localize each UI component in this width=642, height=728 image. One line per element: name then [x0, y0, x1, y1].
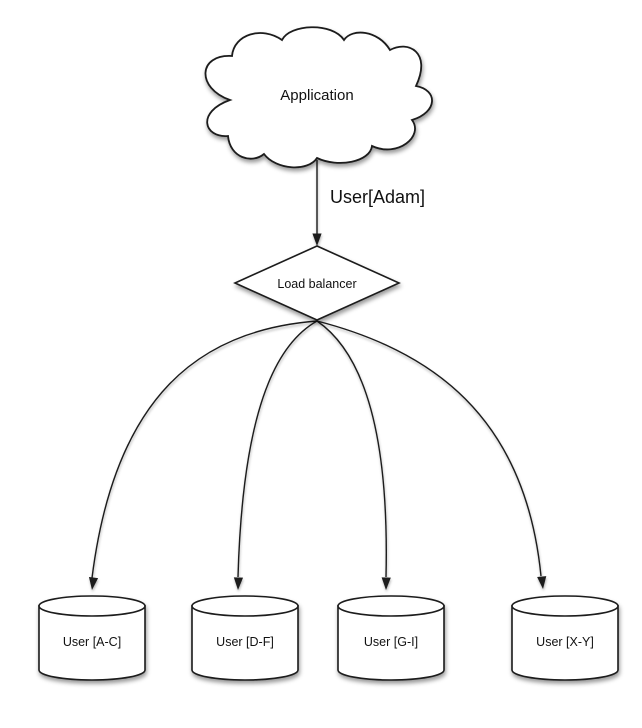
cylinder-body-xy: [511, 605, 619, 681]
arrowhead-app-to-lb: [312, 233, 322, 246]
cloud-shape: [204, 26, 433, 169]
cylinder-top-ac: [38, 595, 146, 617]
edge-curve-lb-to-df: [237, 320, 318, 578]
cylinder-shape-xy: [511, 595, 619, 681]
edge-loadbalancer-to-shard-ac: [88, 320, 318, 590]
cylinder-body-df: [191, 605, 299, 681]
arrowhead-lb-to-df: [233, 577, 244, 590]
edge-loadbalancer-to-shard-xy: [316, 320, 547, 589]
cylinder-shape-df: [191, 595, 299, 681]
diamond-shape: [233, 245, 401, 321]
cylinder-top-df: [191, 595, 299, 617]
shard-df-label: User [D-F]: [216, 635, 274, 649]
edge-curve-lb-to-xy: [316, 320, 542, 577]
node-application: Application: [204, 26, 433, 169]
edge-loadbalancer-to-shard-df: [233, 320, 318, 590]
cylinder-body-gi: [337, 605, 445, 681]
application-label: Application: [280, 87, 353, 104]
edge-application-to-loadbalancer: [312, 160, 322, 246]
edge-label-user-adam: User[Adam]: [330, 187, 425, 207]
edges-layer: [88, 160, 547, 590]
node-shard-xy: User [X-Y]: [511, 595, 619, 681]
shard-ac-label: User [A-C]: [63, 635, 121, 649]
edge-curve-lb-to-gi: [316, 320, 387, 578]
edge-loadbalancer-to-shard-gi: [316, 320, 391, 590]
arrowhead-lb-to-gi: [381, 577, 391, 590]
node-load-balancer: Load balancer: [233, 245, 401, 321]
node-shard-df: User [D-F]: [191, 595, 299, 681]
cylinder-shape-ac: [38, 595, 146, 681]
load-balancer-label: Load balancer: [277, 277, 356, 291]
cylinder-top-gi: [337, 595, 445, 617]
shard-xy-label: User [X-Y]: [536, 635, 594, 649]
arrowhead-lb-to-xy: [537, 576, 547, 589]
node-shard-gi: User [G-I]: [337, 595, 445, 681]
cylinder-top-xy: [511, 595, 619, 617]
cylinder-shape-gi: [337, 595, 445, 681]
cylinder-body-ac: [38, 605, 146, 681]
shard-gi-label: User [G-I]: [364, 635, 418, 649]
edge-curve-lb-to-ac: [91, 320, 318, 579]
arrowhead-lb-to-ac: [88, 577, 99, 590]
node-shard-ac: User [A-C]: [38, 595, 146, 681]
